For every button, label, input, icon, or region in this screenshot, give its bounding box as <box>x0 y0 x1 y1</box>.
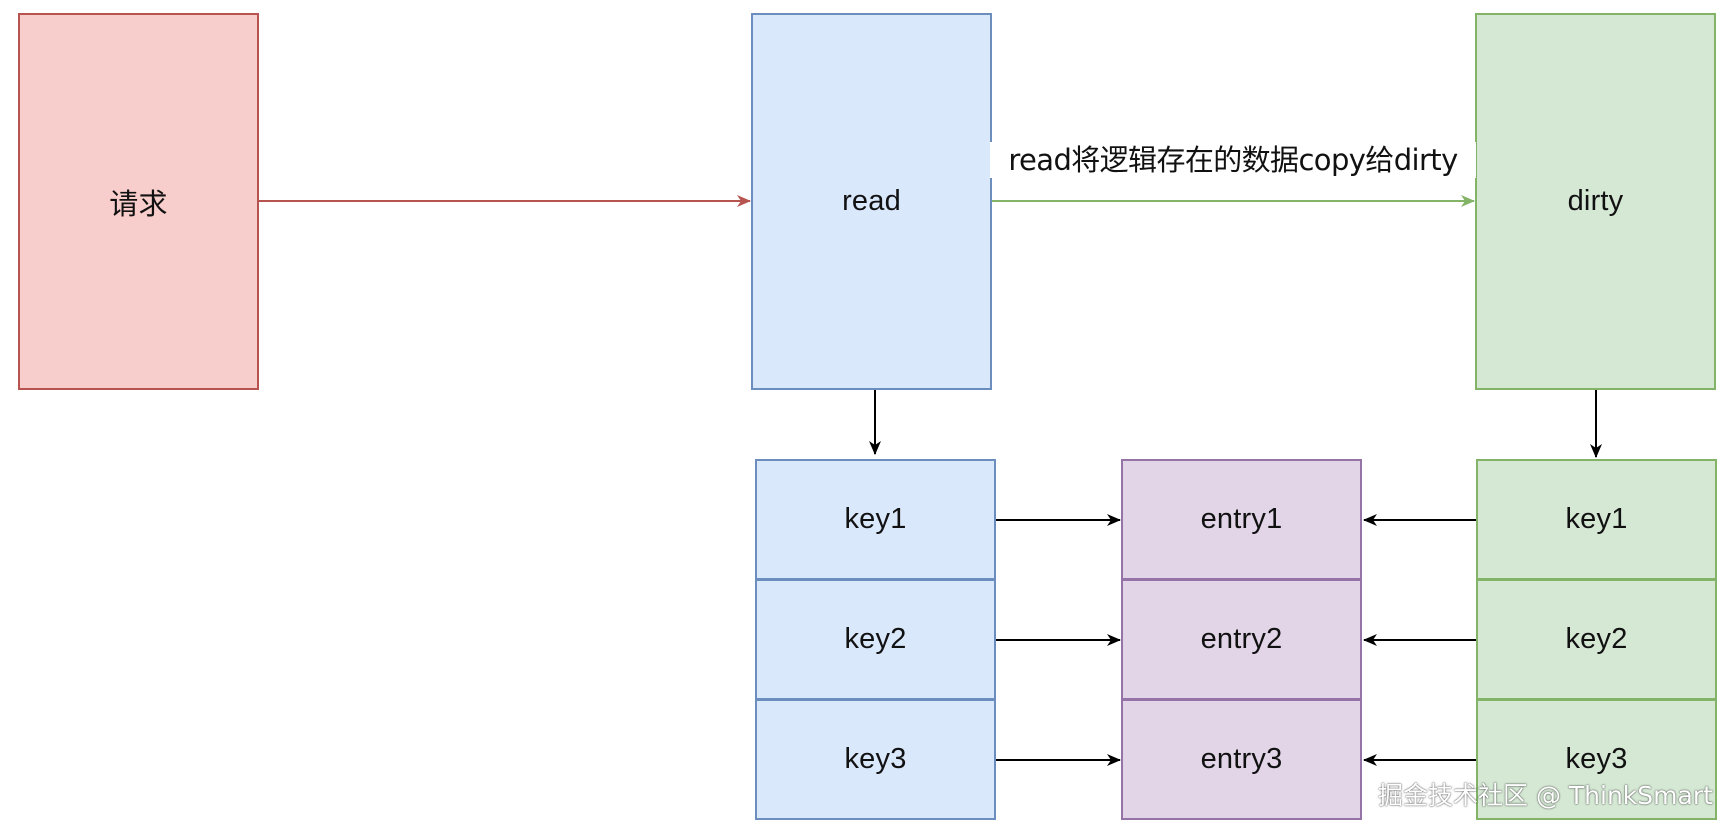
read-node: read <box>751 13 992 390</box>
entry-label: entry3 <box>1200 743 1283 775</box>
request-node: 请求 <box>18 13 259 390</box>
dirty-key-cell: key1 <box>1476 459 1717 580</box>
entry-label: entry2 <box>1200 623 1283 655</box>
request-label: 请求 <box>109 188 168 221</box>
read-key-label: key1 <box>844 503 907 535</box>
entry-cell: entry1 <box>1121 459 1362 580</box>
read-to-dirty-label: read将逻辑存在的数据copy给dirty <box>990 142 1476 178</box>
read-key-label: key3 <box>844 743 907 775</box>
dirty-label: dirty <box>1567 185 1624 217</box>
dirty-key-cell: key2 <box>1476 579 1717 700</box>
watermark: 掘金技术社区 @ ThinkSmart <box>1378 781 1713 810</box>
dirty-key-cell: key3 <box>1476 699 1717 820</box>
read-key-label: key2 <box>844 623 907 655</box>
read-label: read <box>842 185 901 217</box>
read-key-cell: key1 <box>755 459 996 580</box>
dirty-node: dirty <box>1475 13 1716 390</box>
dirty-key-label: key2 <box>1565 623 1628 655</box>
dirty-key-label: key1 <box>1565 503 1628 535</box>
entry-label: entry1 <box>1200 503 1283 535</box>
read-key-cell: key2 <box>755 579 996 700</box>
read-key-cell: key3 <box>755 699 996 820</box>
entry-cell: entry2 <box>1121 579 1362 700</box>
entry-cell: entry3 <box>1121 699 1362 820</box>
dirty-key-label: key3 <box>1565 743 1628 775</box>
